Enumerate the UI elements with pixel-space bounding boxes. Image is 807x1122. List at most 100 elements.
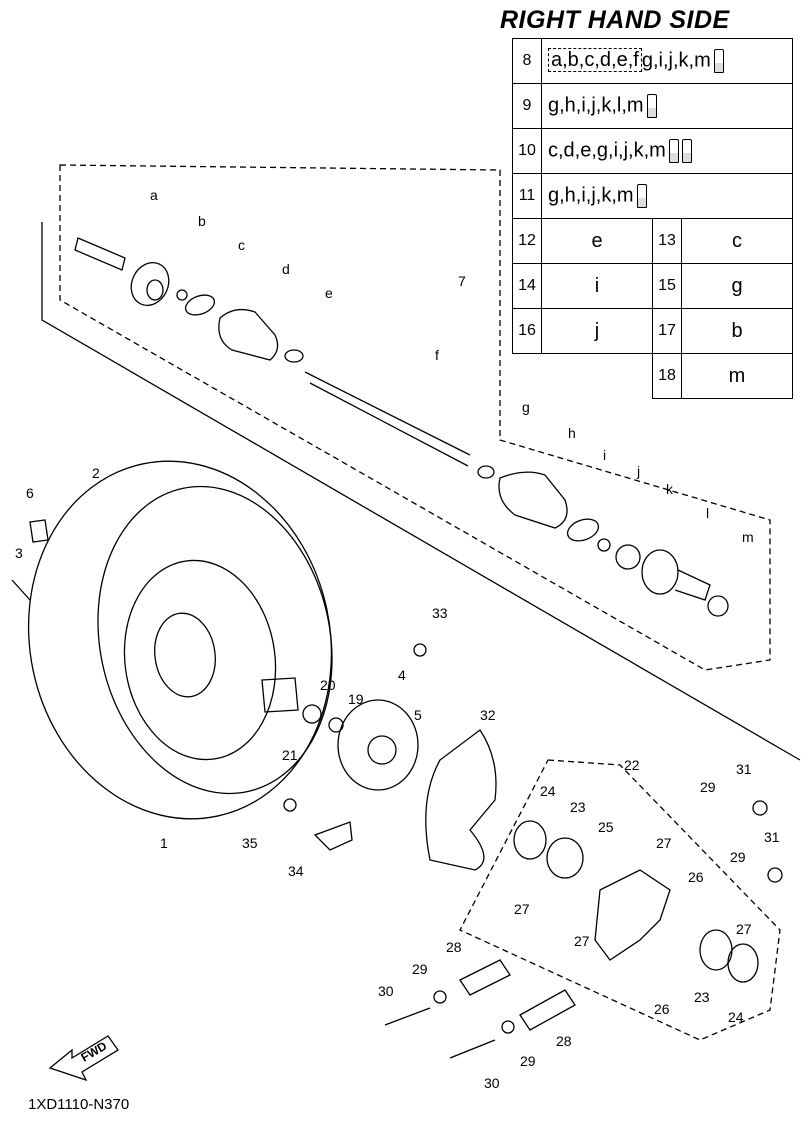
part-b [176, 289, 188, 301]
label-l: l [706, 505, 709, 521]
diagram-code: 1XD1110-N370 [28, 1096, 130, 1113]
label-33: 33 [432, 605, 448, 621]
label-34: 34 [288, 863, 304, 879]
brake-disc-32 [425, 729, 497, 871]
label-32: 32 [480, 707, 496, 723]
label-h: h [568, 425, 576, 441]
label-26a: 26 [688, 869, 704, 885]
washer-19 [328, 717, 344, 733]
label-24b: 24 [728, 1009, 744, 1025]
ref-num: 13 [652, 218, 682, 264]
label-27c: 27 [574, 933, 590, 949]
bracket-34 [313, 821, 353, 851]
ref-num: 8 [512, 38, 542, 84]
ref-value: i [541, 263, 653, 309]
nut-31a [752, 800, 768, 816]
ref-text-value: g,i,j,k,m [641, 49, 711, 72]
label-6: 6 [26, 485, 34, 501]
page-title: RIGHT HAND SIDE [500, 6, 730, 34]
label-g: g [522, 399, 530, 415]
label-25: 25 [598, 819, 614, 835]
bearing-23a [546, 837, 584, 879]
ref-num: 15 [652, 263, 682, 309]
label-29d: 29 [520, 1053, 536, 1069]
ref-blank [513, 354, 653, 399]
tire-2 [27, 460, 333, 820]
ref-row: 14 i 15 g [512, 263, 793, 309]
ref-row: 18 m [513, 353, 793, 399]
collar-21 [261, 677, 299, 713]
ref-boxed-text: a,b,c,d,e,f [548, 48, 642, 73]
grease-tube-icon [646, 94, 657, 118]
shaft-f [304, 371, 471, 467]
pin-28a [459, 959, 511, 996]
ref-num: 12 [512, 218, 542, 264]
label-21: 21 [282, 747, 298, 763]
wheel-1 [123, 559, 277, 761]
ref-num: 14 [512, 263, 542, 309]
ref-value: e [541, 218, 653, 264]
ref-row: 9 g,h,i,j,k,l,m [512, 83, 793, 129]
label-28b: 28 [556, 1033, 572, 1049]
shaft-assembly-outline [59, 164, 771, 671]
label-29a: 29 [700, 779, 716, 795]
hub-4 [337, 699, 419, 791]
seal-24a [513, 820, 547, 860]
ref-num: 11 [512, 173, 542, 219]
ref-text-value: g,h,i,j,k,m [548, 184, 634, 207]
ref-text-value: c,d,e,g,i,j,k,m [548, 139, 666, 162]
ref-num: 10 [512, 128, 542, 174]
label-29b: 29 [730, 849, 746, 865]
clamp-e [284, 349, 304, 363]
ref-value: j [541, 308, 653, 354]
label-29c: 29 [412, 961, 428, 977]
washer-29b [501, 1020, 515, 1034]
ref-text-value: g,h,i,j,k,l,m [548, 94, 644, 117]
label-4: 4 [398, 667, 406, 683]
ref-value: c [681, 218, 793, 264]
snap-ring-k [615, 544, 641, 570]
oring-m [707, 595, 729, 617]
inner-cv-joint-l [641, 549, 711, 601]
label-5: 5 [414, 707, 422, 723]
label-22: 22 [624, 757, 640, 773]
fwd-arrow-icon: FWD [48, 1035, 119, 1082]
clamp-i [566, 518, 600, 542]
label-i: i [603, 447, 606, 463]
label-27a: 27 [656, 835, 672, 851]
label-26b: 26 [654, 1001, 670, 1017]
grease-tube-icon [713, 49, 724, 73]
label-j: j [636, 463, 640, 479]
knuckle-assembly-outline [459, 759, 781, 1041]
label-27b: 27 [514, 901, 530, 917]
bolt-35 [283, 798, 297, 812]
label-35: 35 [242, 835, 258, 851]
label-f: f [435, 347, 439, 363]
label-19: 19 [348, 691, 364, 707]
ref-row: 16 j 17 b [512, 308, 793, 354]
label-24a: 24 [540, 783, 556, 799]
ref-num: 18 [652, 353, 682, 399]
bolt-30b [449, 1039, 496, 1059]
label-28a: 28 [446, 939, 462, 955]
ref-text: c,d,e,g,i,j,k,m [541, 128, 793, 174]
label-1: 1 [160, 835, 168, 851]
spacer-20 [302, 704, 322, 724]
grease-tube-icon [681, 139, 692, 163]
ref-num: 16 [512, 308, 542, 354]
assembly-guide-line [41, 222, 801, 761]
ref-text: g,h,i,j,k,l,m [541, 83, 793, 129]
seal-24b [727, 943, 759, 983]
label-20: 20 [320, 677, 336, 693]
ref-num: 17 [652, 308, 682, 354]
nut-31b [767, 867, 783, 883]
label-3: 3 [15, 545, 23, 561]
valve-3 [11, 579, 31, 601]
label-30b: 30 [484, 1075, 500, 1091]
ref-row: 10 c,d,e,g,i,j,k,m [512, 128, 793, 174]
hub-nut-6 [29, 519, 49, 543]
ref-value: g [681, 263, 793, 309]
